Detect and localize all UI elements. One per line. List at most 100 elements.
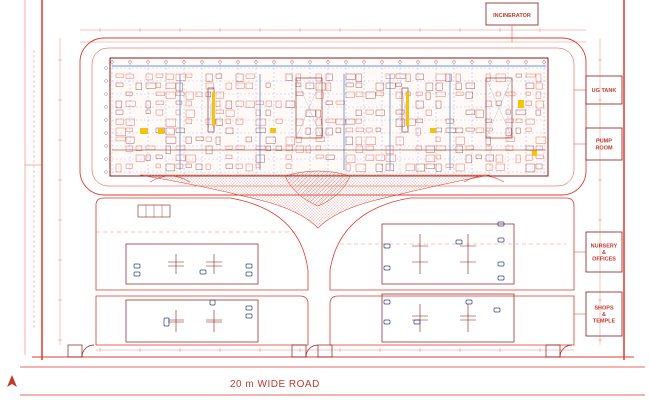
parking-lot xyxy=(381,223,515,285)
room xyxy=(165,73,174,80)
room xyxy=(355,145,364,153)
room xyxy=(125,145,133,152)
grid-marker xyxy=(200,60,204,64)
grid-marker xyxy=(164,60,168,64)
room xyxy=(345,82,354,88)
room xyxy=(435,163,442,172)
room xyxy=(115,118,124,125)
room xyxy=(215,118,223,126)
north-arrow-icon xyxy=(7,375,17,387)
room xyxy=(515,154,521,164)
room xyxy=(185,163,192,168)
room xyxy=(285,100,296,108)
facility-label: ROOM xyxy=(595,145,613,151)
room xyxy=(425,163,435,169)
car-icon xyxy=(245,313,253,319)
main-building xyxy=(104,57,549,177)
room xyxy=(355,82,363,88)
room xyxy=(375,163,383,172)
room xyxy=(315,118,322,126)
grid-marker xyxy=(488,60,492,64)
room xyxy=(195,163,203,170)
entrance-gates xyxy=(67,344,573,358)
room xyxy=(215,73,223,79)
grid-marker xyxy=(452,60,456,64)
room xyxy=(425,145,435,153)
building-rooms xyxy=(112,65,547,173)
room xyxy=(115,73,124,78)
room xyxy=(195,91,203,97)
room xyxy=(145,100,151,109)
room xyxy=(535,154,544,159)
room xyxy=(415,163,426,172)
grid-marker xyxy=(326,60,330,64)
facility-shops: SHOPS&TEMPLE xyxy=(574,291,623,337)
room xyxy=(275,100,282,108)
room xyxy=(225,109,235,117)
car-icon xyxy=(497,237,505,243)
room xyxy=(425,109,432,116)
room xyxy=(355,73,362,82)
room xyxy=(395,82,402,87)
room xyxy=(315,109,321,118)
room xyxy=(235,100,244,107)
car-icon xyxy=(163,317,170,327)
room xyxy=(425,91,431,100)
room xyxy=(455,82,462,91)
room xyxy=(235,145,245,150)
room xyxy=(395,73,406,79)
room xyxy=(185,136,192,144)
room xyxy=(265,136,276,144)
room xyxy=(215,91,224,99)
room xyxy=(355,109,362,116)
facility-nursery: NURSERY&OFFICES xyxy=(574,231,623,273)
room xyxy=(375,82,384,91)
room xyxy=(435,73,446,81)
room xyxy=(335,127,342,133)
room xyxy=(145,73,153,81)
room xyxy=(325,118,336,124)
grid-marker xyxy=(236,60,240,64)
room xyxy=(525,91,531,96)
room xyxy=(535,82,543,90)
room xyxy=(185,118,192,124)
room xyxy=(285,145,293,152)
room xyxy=(215,100,221,107)
dimension-lines xyxy=(58,28,602,352)
room xyxy=(185,100,192,107)
room xyxy=(185,91,194,100)
room xyxy=(235,163,243,169)
parking-lot xyxy=(125,243,259,285)
room xyxy=(325,82,332,92)
facility-outline xyxy=(585,231,623,273)
room xyxy=(315,73,322,82)
room xyxy=(205,82,214,90)
room xyxy=(365,109,374,115)
room xyxy=(435,91,446,97)
car-icon xyxy=(245,271,253,277)
room xyxy=(225,127,234,134)
room xyxy=(415,73,424,80)
car-icon xyxy=(383,243,391,249)
room xyxy=(155,109,164,116)
room xyxy=(175,100,183,105)
room xyxy=(335,100,345,105)
grid-marker xyxy=(104,105,108,109)
room xyxy=(255,127,266,133)
room xyxy=(225,118,231,124)
room xyxy=(115,136,126,142)
room xyxy=(455,145,463,154)
room xyxy=(285,73,293,81)
front-plaza xyxy=(137,170,505,229)
room xyxy=(365,127,373,133)
room xyxy=(195,136,204,141)
grid-marker xyxy=(218,60,222,64)
grid-marker xyxy=(104,118,108,122)
room xyxy=(505,91,516,97)
room xyxy=(225,100,232,109)
room xyxy=(535,100,544,109)
room xyxy=(495,163,505,171)
facility-outline xyxy=(585,75,623,105)
